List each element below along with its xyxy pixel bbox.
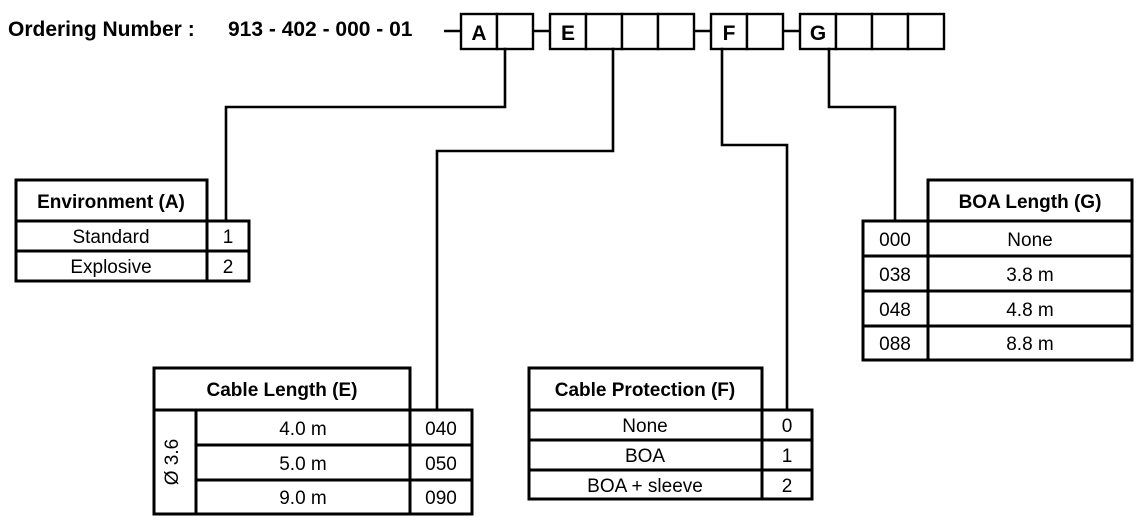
code-box-e-2 — [620, 12, 660, 51]
cable-protection-row-1-code: 1 — [782, 446, 793, 467]
cable-protection-row-2-code: 2 — [782, 476, 793, 497]
leader-line-boa-length — [827, 47, 897, 224]
cable-length-row-2-code-cell — [408, 478, 474, 516]
code-box-g-2 — [870, 12, 910, 51]
cable-length-row-2-code: 090 — [425, 488, 457, 509]
code-segment-a: A — [459, 12, 535, 51]
code-box-a-letter-text: A — [471, 22, 486, 45]
code-box-f-1 — [745, 12, 785, 51]
table-cable-length: Cable Length (E) Ø 3.6 4.0 m 040 5.0 m 0… — [152, 366, 474, 516]
environment-header-cell — [14, 178, 209, 223]
boa-length-row-0-code: 000 — [879, 230, 911, 251]
cable-protection-row-2-code-cell — [760, 468, 814, 501]
environment-row-0-code: 1 — [223, 227, 234, 248]
boa-length-row-1-code-cell — [861, 254, 930, 293]
code-segment-e: E — [548, 12, 696, 51]
boa-length-row-2-label: 4.8 m — [1006, 300, 1054, 321]
table-row: 038 3.8 m — [861, 254, 1134, 293]
table-row: 048 4.8 m — [861, 289, 1134, 328]
table-row: BOA + sleeve 2 — [527, 468, 814, 501]
code-box-e-letter-text: E — [561, 22, 575, 45]
environment-row-1-code-cell — [205, 249, 251, 283]
cable-length-title: Cable Length (E) — [207, 380, 358, 401]
cable-protection-row-1-label: BOA — [625, 446, 665, 467]
environment-row-0-label-cell — [14, 219, 209, 253]
environment-row-1-label: Explosive — [70, 257, 151, 278]
table-row: None 0 — [527, 408, 814, 442]
table-cable-protection: Cable Protection (F) None 0 BOA 1 BOA + … — [527, 366, 814, 501]
cable-protection-row-0-label-cell — [527, 408, 764, 442]
code-box-g-1 — [834, 12, 874, 51]
leader-line-cable-length — [435, 47, 615, 413]
boa-length-row-2-label-cell — [926, 289, 1134, 328]
ordering-number-label: Ordering Number : — [8, 18, 195, 41]
cable-length-row-1-label: 5.0 m — [279, 454, 327, 475]
code-box-f-letter — [709, 12, 749, 51]
cable-length-row-0-label-cell — [194, 408, 412, 447]
cable-length-row-1-code: 050 — [425, 454, 457, 475]
table-row: 5.0 m 050 — [194, 443, 474, 482]
table-boa-length: BOA Length (G) 000 None 038 3.8 m 048 4.… — [861, 178, 1134, 362]
ordering-number-base: 913 - 402 - 000 - 01 — [228, 18, 413, 41]
environment-title: Environment (A) — [37, 192, 185, 213]
boa-length-title: BOA Length (G) — [959, 192, 1102, 213]
cable-protection-row-2-label: BOA + sleeve — [587, 476, 703, 497]
leader-line-environment — [224, 47, 507, 224]
code-box-e-3 — [656, 12, 696, 51]
cable-protection-row-0-code: 0 — [782, 416, 793, 437]
cable-protection-title: Cable Protection (F) — [555, 380, 736, 401]
cable-length-row-0-label: 4.0 m — [279, 419, 327, 440]
cable-protection-header-cell — [527, 366, 764, 412]
table-row: 000 None — [861, 219, 1134, 258]
table-row: 9.0 m 090 — [194, 478, 474, 516]
code-box-f-letter-text: F — [723, 22, 736, 45]
cable-length-diameter-cell — [152, 408, 198, 516]
code-box-g-3 — [906, 12, 946, 51]
boa-length-row-1-code: 038 — [879, 265, 911, 286]
environment-row-0-label: Standard — [72, 227, 149, 248]
table-row: 4.0 m 040 — [194, 408, 474, 447]
boa-length-row-3-label: 8.8 m — [1006, 334, 1054, 355]
environment-row-0-code-cell — [205, 219, 251, 253]
leader-line-cable-protection — [720, 47, 789, 413]
code-segment-g: G — [798, 12, 946, 51]
cable-length-row-2-label: 9.0 m — [279, 488, 327, 509]
table-row: 088 8.8 m — [861, 324, 1134, 362]
code-box-g-letter-text: G — [810, 22, 826, 45]
code-box-a-1 — [495, 12, 535, 51]
table-row: Explosive 2 — [14, 249, 251, 283]
cable-length-header-cell — [152, 366, 412, 412]
code-box-e-1 — [584, 12, 624, 51]
boa-length-row-3-label-cell — [926, 324, 1134, 362]
boa-length-row-0-label: None — [1007, 230, 1052, 251]
cable-length-row-0-code: 040 — [425, 419, 457, 440]
environment-row-1-code: 2 — [223, 257, 234, 278]
boa-length-row-3-code: 088 — [879, 334, 911, 355]
cable-protection-row-0-label: None — [622, 416, 667, 437]
boa-length-row-0-label-cell — [926, 219, 1134, 258]
table-environment: Environment (A) Standard 1 Explosive 2 — [14, 178, 251, 283]
boa-length-row-2-code: 048 — [879, 300, 911, 321]
boa-length-row-1-label: 3.8 m — [1006, 265, 1054, 286]
code-segment-f: F — [709, 12, 785, 51]
table-row: BOA 1 — [527, 438, 814, 472]
table-row: Standard 1 — [14, 219, 251, 253]
cable-length-diameter-label: Ø 3.6 — [162, 439, 183, 485]
